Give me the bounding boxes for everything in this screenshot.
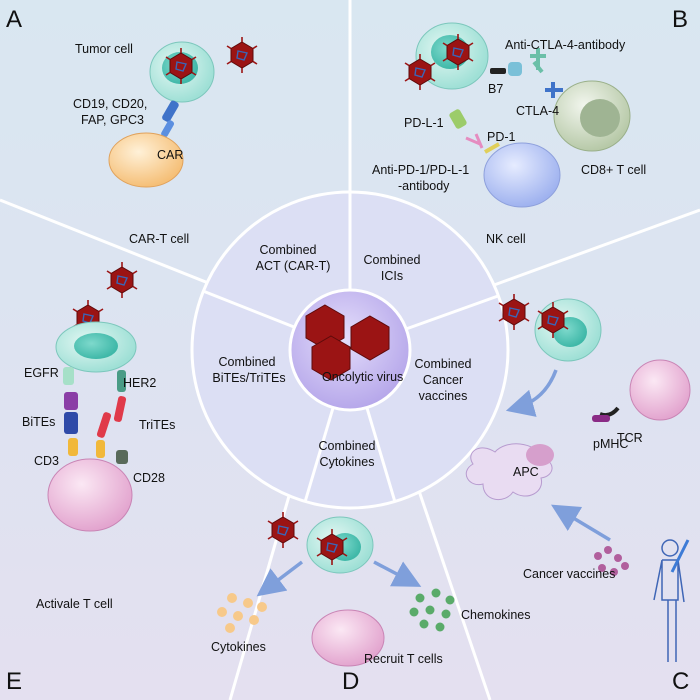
label-egfr: EGFR xyxy=(24,366,59,380)
ring-dividers xyxy=(202,192,499,503)
label-combined-cytokines-2: Cytokines xyxy=(319,455,375,469)
panel-label-c: C xyxy=(672,668,690,695)
bites-antibody-icon xyxy=(64,412,78,434)
nucleus-icon xyxy=(526,444,554,466)
nucleus-icon xyxy=(74,333,118,359)
panel-a-graphics xyxy=(108,36,258,188)
label-cart-cell: CAR-T cell xyxy=(129,232,190,246)
panel-c-graphics xyxy=(465,293,691,662)
cytokines-icon xyxy=(217,593,267,633)
label-nk-cell: NK cell xyxy=(486,232,526,246)
label-anti-ctla4: Anti-CTLA-4-antibody xyxy=(505,38,626,52)
egfr-icon xyxy=(63,367,74,385)
label-ctla4: CTLA-4 xyxy=(516,104,560,118)
label-combined-bites-2: BiTEs/TriTEs xyxy=(212,371,286,385)
t-cell xyxy=(311,609,385,667)
virus-icon xyxy=(106,261,138,299)
nucleus-icon xyxy=(580,99,620,137)
label-activate-t-cell: Activale T cell xyxy=(36,597,113,611)
label-cd28: CD28 xyxy=(133,471,165,485)
label-antigens-2: FAP, GPC3 xyxy=(81,113,144,127)
label-combined-bites: Combined xyxy=(218,355,276,369)
label-pd1: PD-1 xyxy=(487,130,516,144)
panel-label-d: D xyxy=(342,668,360,695)
label-anti-pd1-2: -antibody xyxy=(398,179,450,193)
label-tumor-cell: Tumor cell xyxy=(75,42,133,56)
trites-antibody-icon xyxy=(113,396,127,422)
pmhc-icon xyxy=(592,415,610,422)
panel-b-graphics xyxy=(404,22,631,208)
b7-ligand-icon xyxy=(508,62,522,76)
car-receptor-icon xyxy=(161,120,174,138)
anti-ctla4-antibody-icon xyxy=(530,48,546,74)
label-combined-icis: Combined xyxy=(363,253,421,267)
label-anti-pd1: Anti-PD-1/PD-L-1 xyxy=(372,163,470,177)
panel-label-a: A xyxy=(6,6,23,33)
t-cell xyxy=(629,359,691,421)
label-pdl1: PD-L-1 xyxy=(404,116,444,130)
label-cancer-vaccines: Cancer vaccines xyxy=(523,567,616,581)
cd3-icon xyxy=(68,438,78,456)
label-combined-vaccines-2: Cancer xyxy=(422,373,464,387)
her2-icon xyxy=(117,370,126,392)
label-recruit-t-cells: Recruit T cells xyxy=(364,652,443,666)
panel-label-b: B xyxy=(672,6,689,33)
label-combined-act-2: ACT (CAR-T) xyxy=(255,259,331,273)
cart-cell xyxy=(108,132,184,188)
syringe-icon xyxy=(670,539,690,573)
label-tcr: TCR xyxy=(617,431,643,445)
label-b7: B7 xyxy=(488,82,504,96)
arrow-icon xyxy=(505,369,558,417)
arrow-icon xyxy=(550,504,611,542)
b7-icon xyxy=(490,68,506,74)
antigen-icon xyxy=(162,100,179,122)
nk-cell xyxy=(483,142,561,208)
panel-e-graphics xyxy=(47,261,138,532)
pdl1-icon xyxy=(449,109,467,129)
label-chemokines: Chemokines xyxy=(461,608,531,622)
bites-antibody-icon xyxy=(64,392,78,410)
label-combined-vaccines: Combined xyxy=(414,357,472,371)
arrow-icon xyxy=(256,560,304,597)
label-cd8-t-cell: CD8+ T cell xyxy=(581,163,647,177)
label-bites: BiTEs xyxy=(22,415,56,429)
label-apc: APC xyxy=(513,465,539,479)
label-cytokines: Cytokines xyxy=(211,640,266,654)
chemokines-icon xyxy=(409,588,455,632)
tcr-icon xyxy=(599,406,620,418)
cd3-icon xyxy=(96,440,105,458)
label-oncolytic-virus: Oncolytic virus xyxy=(322,370,404,384)
label-cd3: CD3 xyxy=(34,454,60,468)
label-pmhc: pMHC xyxy=(593,437,629,451)
virus-icon xyxy=(226,36,258,74)
t-cell xyxy=(47,458,133,532)
cd28-icon xyxy=(116,450,128,464)
label-combined-act: Combined xyxy=(259,243,317,257)
virus-icon xyxy=(267,511,299,549)
label-her2: HER2 xyxy=(123,376,157,390)
label-trites: TriTEs xyxy=(139,418,176,432)
arrow-icon xyxy=(373,560,422,587)
label-combined-vaccines-3: vaccines xyxy=(418,389,468,403)
label-antigens: CD19, CD20, xyxy=(73,97,148,111)
panel-d-graphics xyxy=(217,511,455,667)
ctla4-icon xyxy=(545,82,563,98)
cancer-vaccines-icon xyxy=(594,546,629,576)
label-combined-icis-2: ICIs xyxy=(380,269,404,283)
trites-antibody-icon xyxy=(96,412,112,438)
pd1-icon xyxy=(465,133,484,149)
label-car: CAR xyxy=(157,148,184,162)
panel-label-e: E xyxy=(6,668,23,695)
label-combined-cytokines: Combined xyxy=(318,439,376,453)
